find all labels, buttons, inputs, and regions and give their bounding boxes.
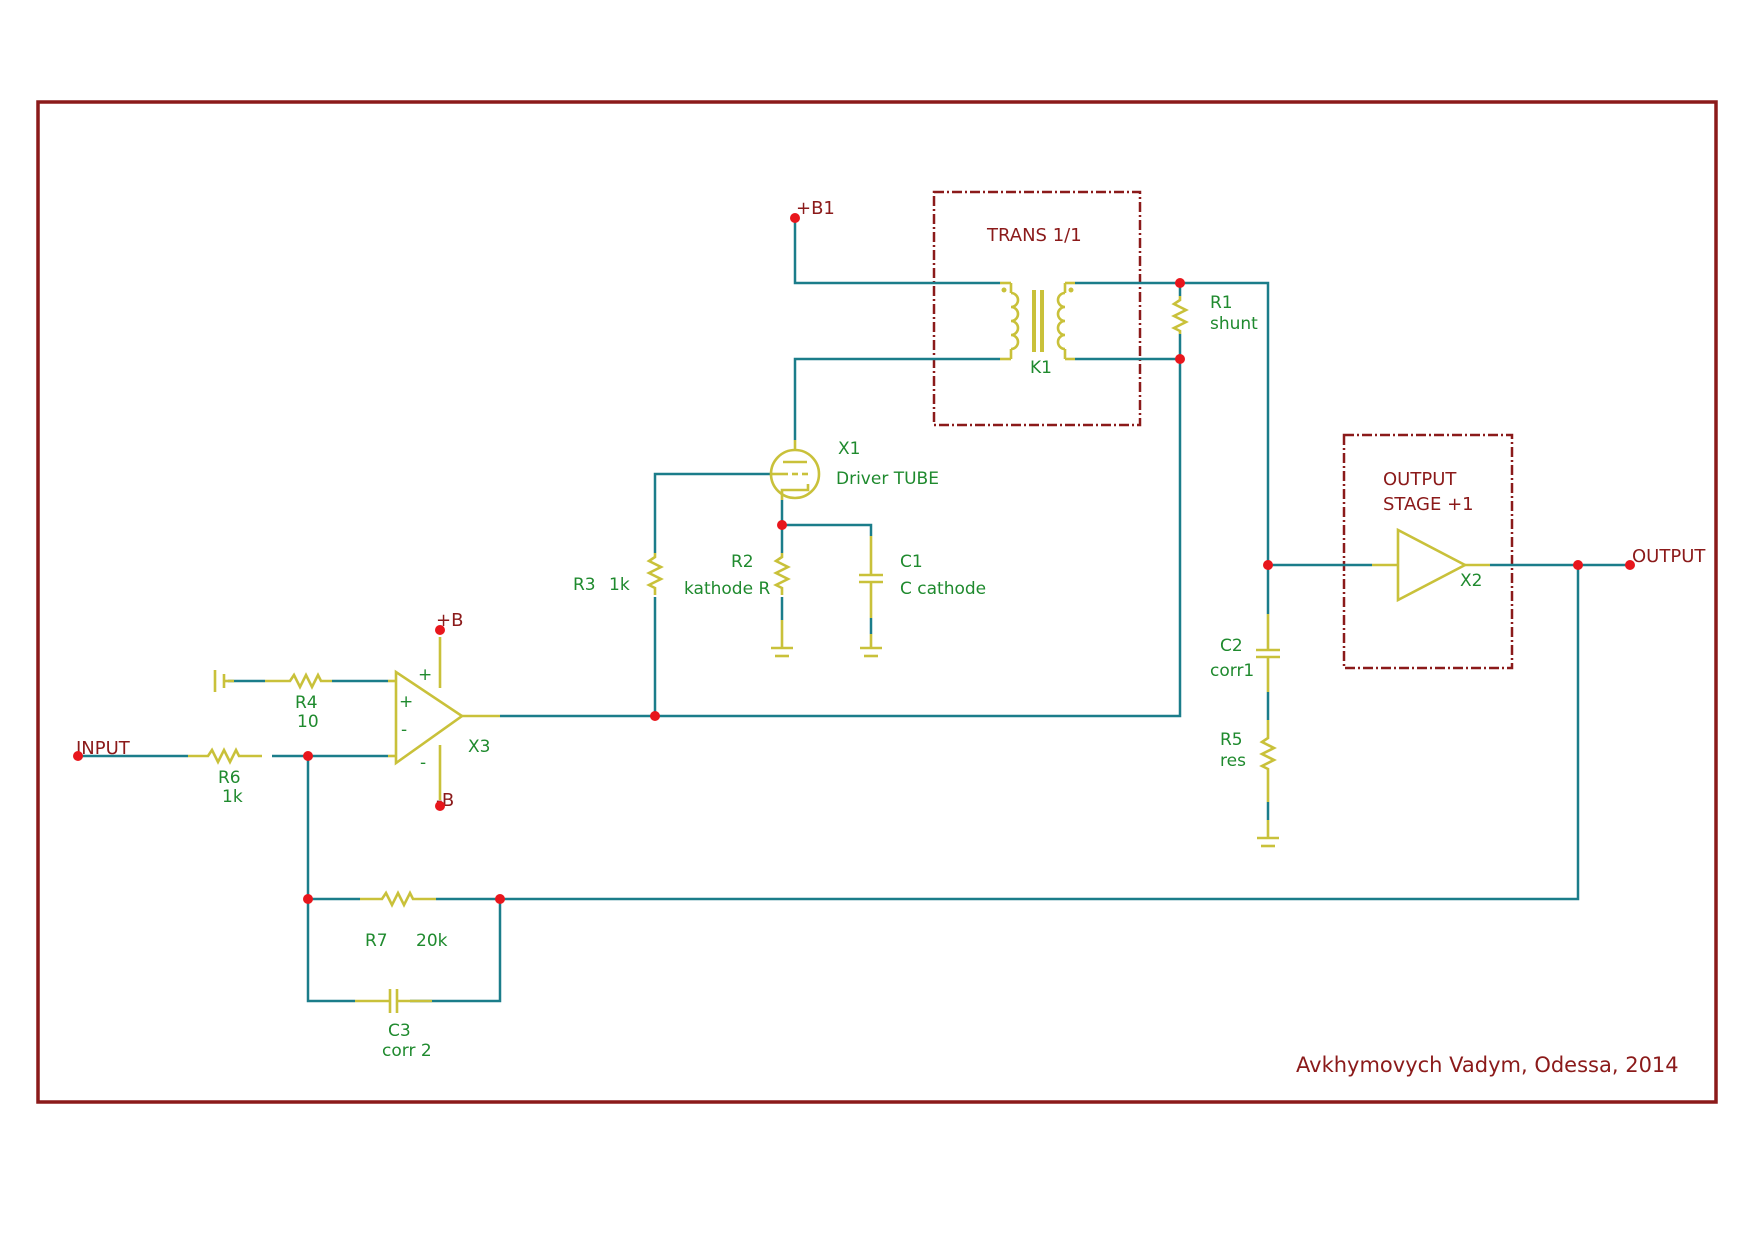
- transformer-block-label: TRANS 1/1: [986, 225, 1082, 246]
- b1-plus-label: +B1: [796, 198, 835, 219]
- wire-b1-primary: [793, 218, 1000, 285]
- input-label: INPUT: [76, 738, 131, 759]
- r5-ref: R5: [1220, 730, 1243, 750]
- resistor-r1: [1171, 296, 1189, 334]
- r1-ref: R1: [1210, 293, 1233, 313]
- resistor-r2: [773, 553, 791, 595]
- node-r1-top: [1175, 278, 1185, 288]
- node-feedback-left: [303, 894, 313, 904]
- node-b-plus: [435, 625, 445, 635]
- ground-r5: [1257, 820, 1279, 848]
- r3-ref: R3: [573, 575, 596, 595]
- r6-ref: R6: [218, 768, 241, 788]
- node-cathode: [777, 520, 787, 530]
- capacitor-c1: [859, 536, 883, 618]
- resistor-r6: [188, 747, 262, 765]
- ground-c1: [860, 634, 882, 658]
- opamp-supply-minus: -: [420, 753, 426, 773]
- wire-secondary-top: [1075, 281, 1270, 565]
- r2-ref: R2: [731, 552, 754, 572]
- r2-value: kathode R: [684, 579, 770, 599]
- resistor-r5: [1259, 720, 1277, 802]
- opamp-x3: [388, 637, 500, 800]
- output-stage-label-line1: OUTPUT: [1383, 469, 1457, 490]
- output-stage-block: [1342, 433, 1514, 670]
- wire-feedback-left: [306, 756, 355, 1003]
- opamp-minus-input: -: [401, 720, 407, 740]
- c1-value: C cathode: [900, 579, 986, 599]
- resistor-r4: [265, 672, 332, 690]
- capacitor-c2: [1256, 614, 1280, 692]
- opamp-supply-plus: +: [418, 665, 432, 685]
- node-input: [73, 751, 83, 761]
- drawing-frame: [36, 100, 1718, 1104]
- driver-tube-x1: [769, 440, 821, 500]
- r5-value: res: [1220, 751, 1246, 771]
- buffer-x2: [1372, 527, 1490, 603]
- r7-value: 20k: [416, 931, 448, 951]
- capacitor-c3: [355, 989, 432, 1013]
- ground-r2: [771, 620, 793, 658]
- node-opamp-out: [650, 711, 660, 721]
- ground-r4: [213, 670, 234, 692]
- resistor-r3: [646, 553, 664, 595]
- resistor-r7: [360, 890, 436, 908]
- c2-value: corr1: [1210, 661, 1254, 681]
- c2-ref: C2: [1220, 636, 1243, 656]
- wire-feedback-c3-right: [410, 899, 502, 1003]
- node-output: [1625, 560, 1635, 570]
- output-label: OUTPUT: [1632, 546, 1706, 567]
- c3-value: corr 2: [382, 1041, 432, 1061]
- junction-dots: [73, 213, 1635, 904]
- k1-ref: K1: [1030, 358, 1052, 378]
- b-plus-label: +B: [436, 610, 463, 631]
- node-b1: [790, 213, 800, 223]
- c1-ref: C1: [900, 552, 923, 572]
- node-inverting: [303, 751, 313, 761]
- x1-value: Driver TUBE: [836, 469, 939, 489]
- opamp-plus-input: +: [399, 692, 413, 712]
- output-stage-label-line2: STAGE +1: [1383, 494, 1474, 515]
- r7-ref: R7: [365, 931, 388, 951]
- node-r1-bottom: [1175, 354, 1185, 364]
- node-output-tap: [1573, 560, 1583, 570]
- r4-ref: R4: [295, 693, 318, 713]
- r6-value: 1k: [222, 787, 243, 807]
- x2-ref: X2: [1460, 571, 1482, 591]
- node-secondary: [1263, 560, 1273, 570]
- node-feedback-right: [495, 894, 505, 904]
- wires: [78, 218, 1630, 1003]
- r1-value: shunt: [1210, 314, 1258, 334]
- x1-ref: X1: [838, 439, 860, 459]
- wire-primary-anode: [793, 357, 1000, 440]
- c3-ref: C3: [388, 1021, 411, 1041]
- author-credit: Avkhymovych Vadym, Odessa, 2014: [1296, 1053, 1679, 1077]
- r4-value: 10: [297, 712, 319, 732]
- x3-ref: X3: [468, 737, 490, 757]
- transformer-k1: [1000, 281, 1075, 361]
- wire-secondary-bottom: [655, 357, 1182, 718]
- wire-feedback-return: [500, 565, 1580, 901]
- transformer-block: [932, 190, 1142, 427]
- node-b-minus: [435, 801, 445, 811]
- r3-value: 1k: [609, 575, 630, 595]
- wire-grid-r3: [653, 472, 772, 553]
- wire-cathode-c1: [782, 523, 873, 536]
